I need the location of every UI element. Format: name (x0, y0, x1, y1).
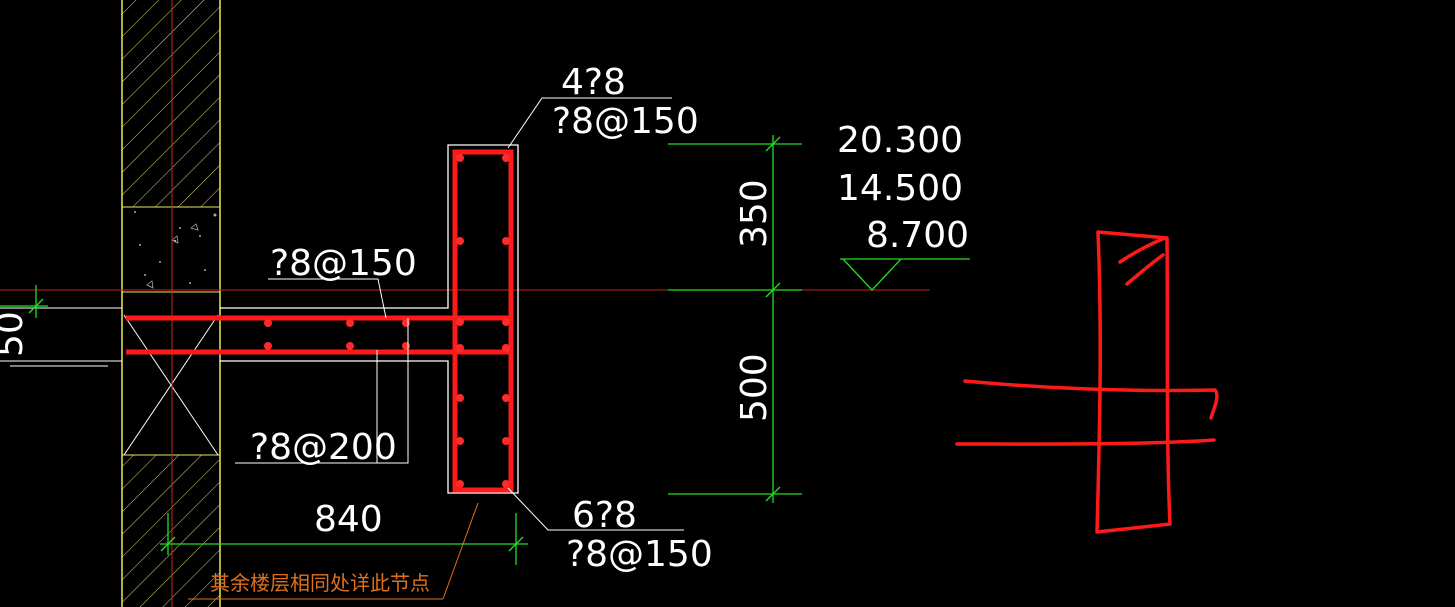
floor-note: 其余楼层相同处详此节点 (210, 571, 430, 595)
rebar-dots (264, 154, 510, 488)
callout-top-stirrup: ?8@150 (552, 101, 699, 142)
elevation-label: 14.500 (837, 168, 963, 209)
dimension-upper-label: 350 (734, 179, 775, 248)
note-leader-diagonal (442, 502, 479, 600)
member-outline (0, 144, 519, 494)
dimension-lines (0, 135, 970, 565)
callout-bottom-count: 6?8 (572, 495, 637, 536)
dimension-width-label: 840 (314, 499, 383, 540)
callout-bottom-stirrup: ?8@150 (566, 534, 713, 575)
elevation-label: 20.300 (837, 120, 963, 161)
concrete-fill (134, 211, 217, 289)
callout-top-count: 4?8 (561, 62, 626, 103)
wall-section (121, 0, 221, 607)
slab-top-rebar-label: ?8@150 (270, 243, 417, 284)
elevation-label: 8.700 (866, 215, 969, 256)
elevation-marks: 20.300 14.500 8.700 (837, 120, 969, 256)
opening-cross (123, 314, 219, 456)
dimension-left-partial-label: 50 (0, 311, 31, 357)
slab-bottom-rebar-label: ?8@200 (250, 427, 397, 468)
dimension-lower-label: 500 (734, 353, 775, 422)
rebar-cage (126, 149, 514, 493)
leader-lines (235, 97, 684, 531)
hand-sketch (955, 230, 1219, 534)
